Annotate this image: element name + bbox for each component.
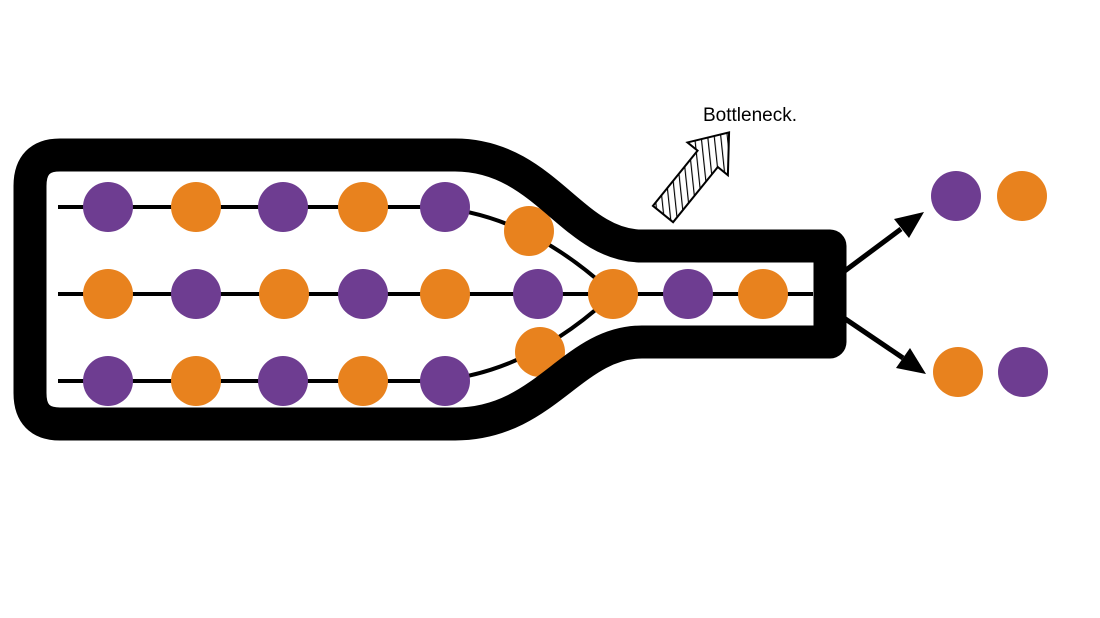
flow-arrow-bottom-shaft <box>836 311 905 361</box>
bottleneck-label: Bottleneck. <box>703 105 797 126</box>
dot-purple-row-bottom <box>83 356 133 406</box>
dot-orange-output-bottom <box>933 347 983 397</box>
dot-purple-row-middle <box>171 269 221 319</box>
flow-arrow-bottom-head <box>896 348 926 374</box>
dot-purple-output-bottom <box>998 347 1048 397</box>
dot-orange-row-middle <box>259 269 309 319</box>
dot-orange-row-top <box>171 182 221 232</box>
dot-purple-row-top <box>83 182 133 232</box>
flow-arrow-bottom <box>836 311 926 374</box>
dot-orange-row-bottom <box>338 356 388 406</box>
dot-orange-row-top <box>504 206 554 256</box>
dot-purple-row-bottom <box>420 356 470 406</box>
dot-purple-row-top <box>420 182 470 232</box>
dot-purple-row-top <box>258 182 308 232</box>
dot-orange-output-top <box>997 171 1047 221</box>
dot-orange-row-bottom <box>515 327 565 377</box>
dot-orange-row-middle <box>83 269 133 319</box>
flow-arrow-top-shaft <box>836 226 903 279</box>
dots-layer <box>83 171 1048 406</box>
flow-arrows <box>836 212 926 374</box>
dot-orange-row-middle <box>420 269 470 319</box>
bottle-outline <box>13 138 847 441</box>
dot-orange-row-top <box>338 182 388 232</box>
dot-purple-row-middle <box>513 269 563 319</box>
dot-orange-row-middle <box>588 269 638 319</box>
flow-arrow-top-head <box>894 212 924 238</box>
dot-purple-row-middle <box>663 269 713 319</box>
dot-orange-row-bottom <box>171 356 221 406</box>
dot-orange-row-middle <box>738 269 788 319</box>
dot-purple-output-top <box>931 171 981 221</box>
dot-purple-row-bottom <box>258 356 308 406</box>
dot-purple-row-middle <box>338 269 388 319</box>
bottleneck-pointer-arrow <box>651 131 731 224</box>
flow-arrow-top <box>836 212 924 279</box>
